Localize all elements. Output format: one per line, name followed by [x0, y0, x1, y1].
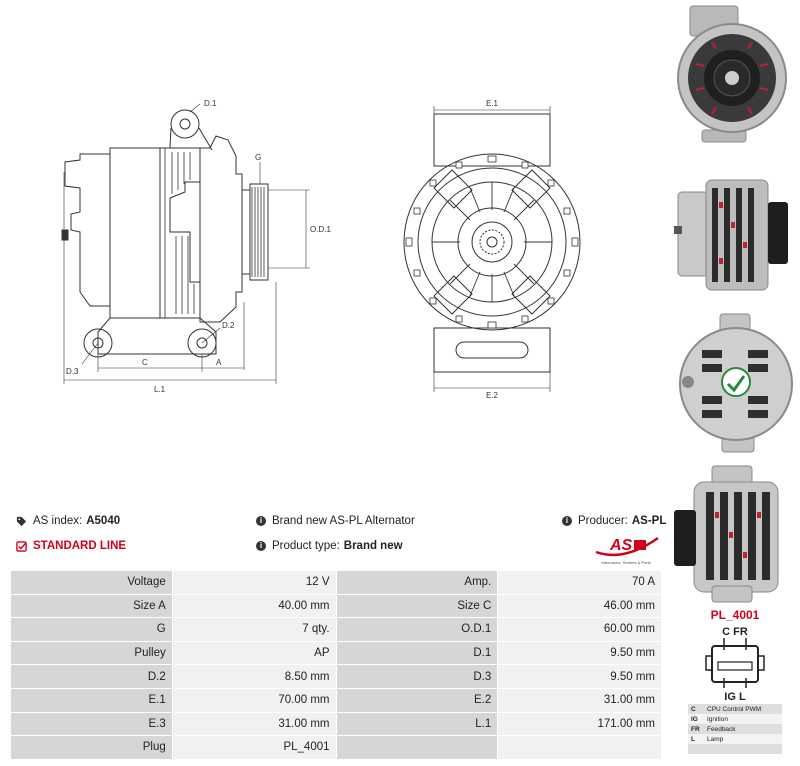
producer-value: AS-PL: [631, 515, 667, 527]
product-type-row: i Product type: Brand new: [256, 540, 403, 552]
label-e1: E.1: [486, 99, 499, 108]
spec-key: Plug: [10, 735, 173, 760]
spec-value: 12 V: [171, 570, 337, 595]
spec-value: 70 A: [497, 570, 662, 595]
spec-value: AP: [171, 640, 337, 666]
spec-key: E.1: [10, 687, 173, 713]
label-c: C: [142, 358, 148, 367]
label-d1: D.1: [204, 99, 217, 108]
product-photo-front: [677, 5, 787, 143]
front-view-drawing: E.1 E.2: [403, 99, 581, 400]
check-square-icon: [16, 540, 27, 552]
spec-value: 8.50 mm: [171, 664, 337, 689]
spec-value: 171.00 mm: [497, 711, 662, 737]
plug-legend-desc: CPU Control PWM: [704, 704, 782, 714]
spec-key: D.3: [335, 664, 499, 689]
info-icon: i: [562, 516, 572, 526]
spec-key: Pulley: [10, 640, 173, 666]
standard-line-row: STANDARD LINE: [16, 540, 126, 552]
spec-value: 9.50 mm: [497, 640, 662, 666]
spec-key: [335, 735, 499, 760]
plug-pins-top: C FR: [722, 626, 748, 638]
aspl-logo: AS: [595, 536, 659, 557]
as-index-label: AS index:: [33, 515, 83, 527]
producer-label: Producer:: [578, 515, 628, 527]
spec-value: 31.00 mm: [171, 711, 337, 737]
label-e2: E.2: [486, 391, 499, 400]
spec-key: Size C: [335, 593, 499, 619]
spec-value: 70.00 mm: [171, 687, 337, 713]
product-type-label: Product type:: [272, 540, 340, 552]
spec-key: Size A: [10, 593, 173, 619]
plug-legend-code: IG: [688, 714, 704, 724]
spec-value: PL_4001: [171, 735, 337, 760]
label-d3: D.3: [66, 367, 79, 376]
spec-key: E.2: [335, 687, 499, 713]
spec-key: Voltage: [10, 570, 173, 595]
spec-key: G: [10, 617, 173, 642]
plug-pins-bottom: IG L: [724, 691, 746, 702]
spec-value: 31.00 mm: [497, 687, 662, 713]
brand-row: i Brand new AS-PL Alternator: [256, 515, 415, 527]
logo-text: AS: [609, 537, 633, 554]
product-photo-rear: [679, 313, 793, 453]
plug-legend-desc: [704, 744, 782, 754]
plug-legend-code: [688, 744, 704, 754]
product-photo-angle: [674, 465, 779, 603]
spec-value: 9.50 mm: [497, 664, 662, 689]
tag-icon: [16, 516, 27, 526]
as-index-value: A5040: [86, 515, 121, 527]
label-d2: D.2: [222, 321, 235, 330]
label-l1: L.1: [154, 385, 166, 394]
spec-value: 60.00 mm: [497, 617, 662, 642]
plug-legend-code: L: [688, 734, 704, 744]
spec-value: 7 qty.: [171, 617, 337, 642]
label-a: A: [216, 358, 222, 367]
spec-value: [497, 735, 662, 760]
plug-title: PL_4001: [710, 608, 760, 622]
product-type-value: Brand new: [343, 540, 403, 552]
standard-line-label: STANDARD LINE: [33, 540, 127, 552]
spec-key: Amp.: [335, 570, 499, 595]
plug-legend-code: C: [688, 704, 704, 714]
logo-tagline: Alternators, Starters & Parts: [601, 560, 651, 565]
label-g: G: [255, 153, 261, 162]
plug-legend-desc: Ignition: [704, 714, 782, 724]
as-index-row: AS index: A5040: [16, 515, 120, 527]
plug-legend-desc: Feedback: [704, 724, 782, 734]
spec-key: D.2: [10, 664, 173, 689]
label-od1: O.D.1: [310, 225, 331, 234]
plug-connector-diagram: C FR IG L: [705, 626, 765, 702]
info-icon: i: [256, 541, 266, 551]
plug-legend-code: FR: [688, 724, 704, 734]
spec-value: 40.00 mm: [171, 593, 337, 619]
side-view-drawing: D.1 G O.D.1 D.2 D.3 C A L.1: [61, 99, 331, 394]
spec-key: O.D.1: [335, 617, 499, 642]
info-icon: i: [256, 516, 266, 526]
spec-key: E.3: [10, 711, 173, 737]
spec-key: D.1: [335, 640, 499, 666]
plug-legend-desc: Lamp: [704, 734, 782, 744]
spec-key: L.1: [335, 711, 499, 737]
product-photo-side: [674, 179, 788, 291]
spec-value: 46.00 mm: [497, 593, 662, 619]
plug-legend-row: [688, 744, 782, 754]
brand-text: Brand new AS-PL Alternator: [272, 515, 415, 527]
producer-row: i Producer: AS-PL: [562, 515, 666, 527]
